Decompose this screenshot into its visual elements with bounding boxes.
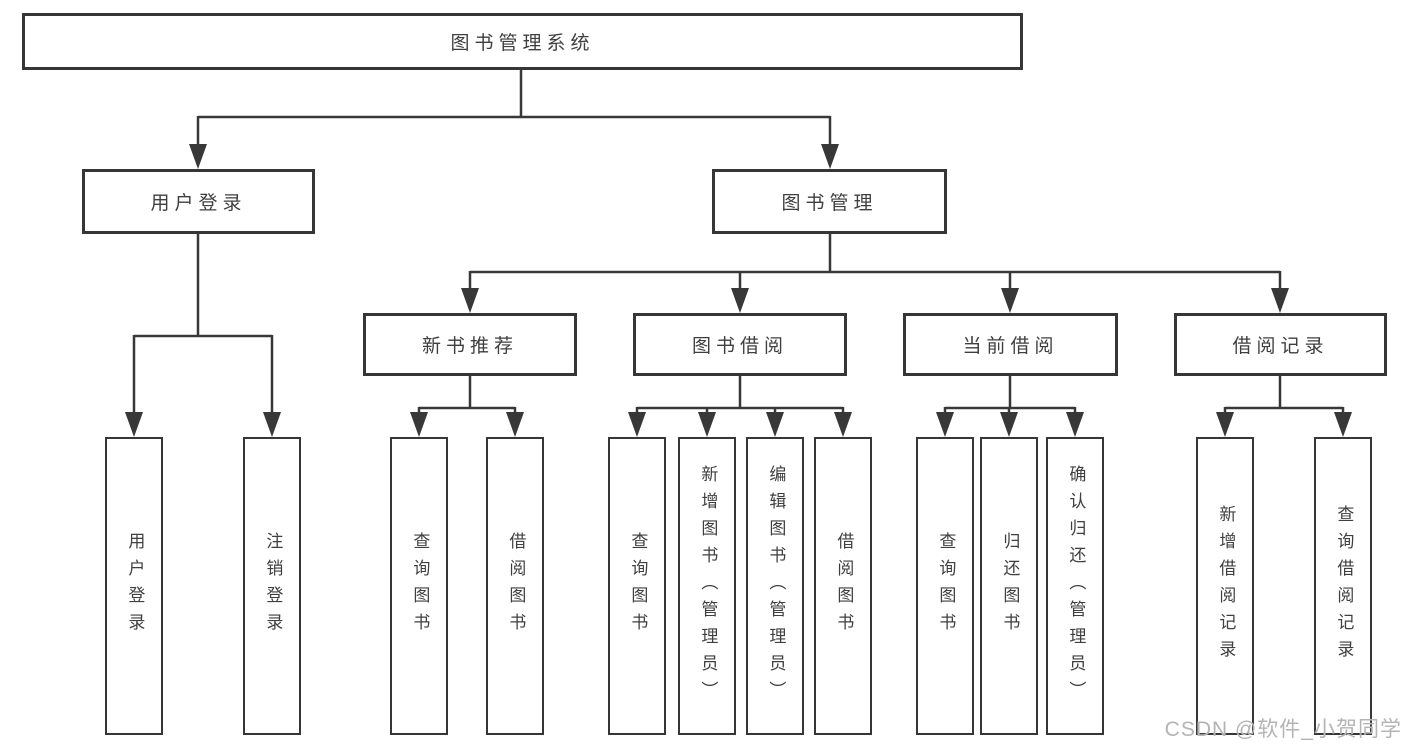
leaf-confirm-return-admin-label: 确认归还（管理员）	[1066, 464, 1086, 708]
node-current-borrow-label: 当前借阅	[962, 336, 1059, 357]
node-book-management: 图书管理	[712, 169, 947, 234]
node-book-borrow: 图书借阅	[633, 313, 847, 376]
node-book-borrow-label: 图书借阅	[691, 336, 788, 357]
leaf-search-book-borrow-label: 查询图书	[628, 532, 648, 640]
node-new-book-recommend: 新书推荐	[363, 313, 577, 376]
leaf-add-borrow-record: 新增借阅记录	[1196, 437, 1254, 735]
leaf-return-book-label: 归还图书	[1000, 532, 1020, 640]
leaf-user-login-label: 用户登录	[125, 532, 145, 640]
leaf-borrow-book: 借阅图书	[814, 437, 872, 735]
node-borrow-records-label: 借阅记录	[1232, 336, 1329, 357]
node-new-book-recommend-label: 新书推荐	[421, 336, 518, 357]
csdn-watermark: CSDN @软件_小贺同学	[1164, 718, 1402, 741]
leaf-edit-book-admin-label: 编辑图书（管理员）	[766, 464, 786, 708]
node-system-root: 图书管理系统	[22, 13, 1023, 70]
node-current-borrow: 当前借阅	[903, 313, 1118, 376]
leaf-search-book-current-label: 查询图书	[936, 532, 956, 640]
leaf-borrow-book-recommend: 借阅图书	[486, 437, 544, 735]
leaf-user-login: 用户登录	[105, 437, 163, 735]
leaf-confirm-return-admin: 确认归还（管理员）	[1046, 437, 1104, 735]
leaf-add-book-admin-label: 新增图书（管理员）	[698, 464, 718, 708]
leaf-search-book-recommend-label: 查询图书	[410, 532, 430, 640]
leaf-borrow-book-label: 借阅图书	[834, 532, 854, 640]
leaf-logout-label: 注销登录	[263, 532, 283, 640]
leaf-search-book-borrow: 查询图书	[608, 437, 666, 735]
leaf-search-book-current: 查询图书	[916, 437, 974, 735]
leaf-logout: 注销登录	[243, 437, 301, 735]
leaf-search-borrow-record: 查询借阅记录	[1314, 437, 1372, 735]
arrowheads	[125, 144, 1352, 437]
leaf-return-book: 归还图书	[980, 437, 1038, 735]
node-book-management-label: 图书管理	[781, 193, 878, 214]
node-system-root-label: 图书管理系统	[450, 33, 595, 54]
leaf-search-book-recommend: 查询图书	[390, 437, 448, 735]
leaf-add-book-admin: 新增图书（管理员）	[678, 437, 736, 735]
node-user-login-label: 用户登录	[150, 193, 247, 214]
leaf-borrow-book-recommend-label: 借阅图书	[506, 532, 526, 640]
leaf-search-borrow-record-label: 查询借阅记录	[1334, 505, 1354, 667]
node-user-login: 用户登录	[82, 169, 315, 234]
node-borrow-records: 借阅记录	[1174, 313, 1387, 376]
leaf-add-borrow-record-label: 新增借阅记录	[1216, 505, 1236, 667]
leaf-edit-book-admin: 编辑图书（管理员）	[746, 437, 804, 735]
